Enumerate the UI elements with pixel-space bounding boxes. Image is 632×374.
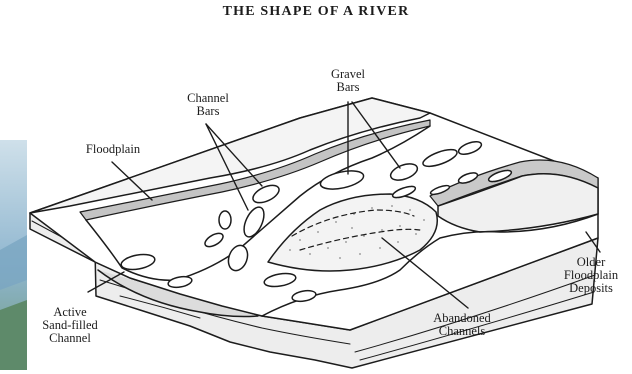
label-gravel-bars: Gravel Bars [320, 68, 376, 94]
label-channel-bars-line2: Bars [178, 105, 238, 118]
label-gravel-bars-line2: Bars [320, 81, 376, 94]
label-active-channel: Active Sand-filled Channel [28, 306, 112, 345]
label-floodplain-text: Floodplain [86, 142, 140, 156]
label-older-floodplain: Older Floodplain Deposits [556, 256, 626, 295]
label-floodplain: Floodplain [78, 143, 148, 156]
label-active-channel-line3: Channel [28, 332, 112, 345]
label-channel-bars: Channel Bars [178, 92, 238, 118]
channel-bar-3 [219, 211, 231, 229]
label-older-floodplain-line3: Deposits [556, 282, 626, 295]
label-abandoned-channels: Abandoned Channels [420, 312, 504, 338]
label-abandoned-channels-line2: Channels [420, 325, 504, 338]
